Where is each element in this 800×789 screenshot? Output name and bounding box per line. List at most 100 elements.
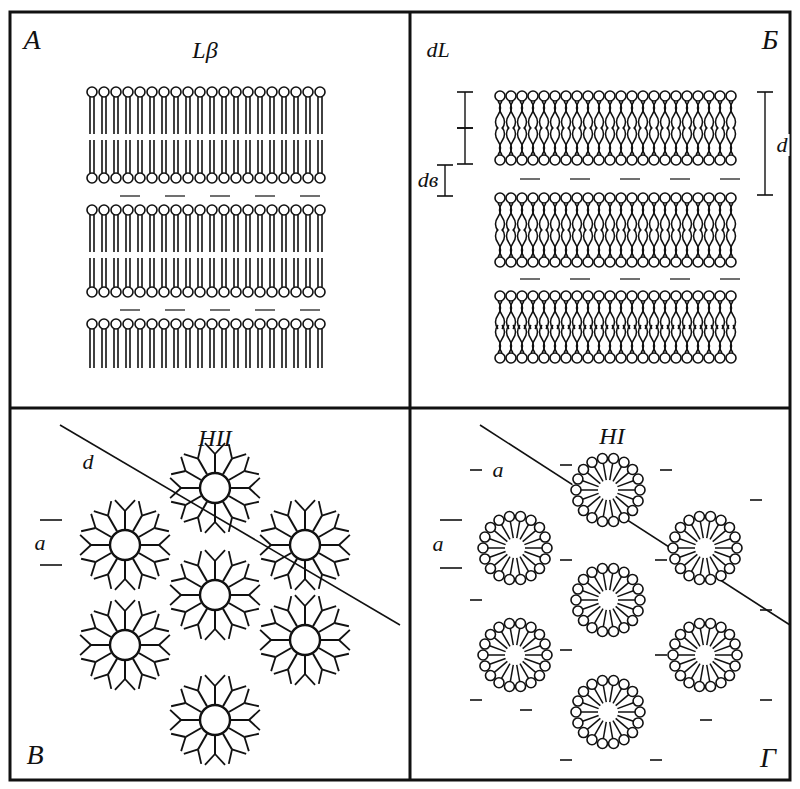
- lipid-tail: [108, 574, 111, 588]
- lipid-tail: [171, 578, 185, 581]
- lipid-tail: [665, 301, 670, 329]
- lipid-tail: [139, 628, 155, 637]
- lipid-head: [516, 618, 526, 628]
- lipid-tail: [139, 601, 142, 615]
- lipid-tail: [154, 614, 158, 628]
- lipid-head: [597, 453, 607, 463]
- lipid-head: [578, 506, 588, 516]
- lipid-tail: [610, 127, 615, 155]
- lipid-tail: [304, 511, 306, 529]
- lipid-head: [535, 629, 545, 639]
- lipid-tail: [698, 101, 703, 129]
- lipid-head: [485, 671, 495, 681]
- lipid-head: [583, 353, 593, 363]
- lipid-head: [506, 257, 516, 267]
- lipid-tail: [524, 551, 540, 557]
- lipid-tail: [171, 502, 185, 505]
- lipid-tail: [213, 215, 215, 252]
- lipid-tail: [621, 229, 626, 257]
- lipid-tail: [555, 203, 560, 231]
- lipid-tail: [643, 301, 648, 329]
- lipid-tail: [139, 528, 155, 537]
- lipid-tail: [271, 514, 275, 528]
- lipid-tail: [700, 628, 703, 645]
- lipid-head: [660, 353, 670, 363]
- lipid-tail: [616, 583, 629, 594]
- lipid-head: [660, 155, 670, 165]
- lipid-tail: [698, 301, 703, 329]
- lipid-head: [99, 87, 109, 97]
- lipid-tail: [261, 329, 263, 368]
- lipid-tail: [709, 101, 714, 129]
- lipid-head: [573, 718, 583, 728]
- lipid-tail: [599, 229, 604, 257]
- lipid-tail: [533, 101, 538, 129]
- lipid-tail: [139, 574, 142, 588]
- charge-mark: [560, 759, 572, 761]
- lipid-tail: [720, 301, 725, 329]
- lipid-head: [159, 173, 169, 183]
- lipid-tail: [522, 301, 527, 329]
- lipid-head: [243, 205, 253, 215]
- lipid-tail: [153, 215, 155, 252]
- lipid-tail: [261, 97, 263, 134]
- lipid-head: [207, 205, 217, 215]
- lipid-head: [572, 155, 582, 165]
- lipid-tail: [488, 547, 505, 549]
- lipid-head: [207, 319, 217, 329]
- lipid-head: [573, 496, 583, 506]
- lipid-head: [291, 287, 301, 297]
- lipid-head: [219, 287, 229, 297]
- water-mark: [300, 309, 320, 310]
- lipid-head: [616, 353, 626, 363]
- lipid-head: [87, 319, 97, 329]
- lipid-head: [628, 728, 638, 738]
- lipid-tail: [317, 258, 319, 287]
- lipid-head: [573, 606, 583, 616]
- lipid-tail: [621, 127, 626, 155]
- lipid-head: [572, 193, 582, 203]
- lipid-tail: [731, 203, 736, 231]
- lipid-tail: [129, 97, 131, 134]
- lipid-tail: [654, 203, 659, 231]
- water-mark: [165, 309, 185, 310]
- lipid-head: [303, 173, 313, 183]
- lipid-head: [561, 91, 571, 101]
- lipid-tail: [500, 325, 505, 353]
- lipid-tail: [171, 471, 185, 474]
- lipid-tail: [165, 97, 167, 134]
- lipid-tail: [181, 505, 185, 519]
- lipid-tail: [159, 535, 170, 545]
- lipid-tail: [93, 258, 95, 287]
- lipid-head: [638, 91, 648, 101]
- lipid-tail: [165, 140, 167, 173]
- lipid-head: [87, 173, 97, 183]
- lipid-tail: [621, 203, 626, 231]
- lipid-head: [638, 155, 648, 165]
- lipid-tail: [101, 329, 103, 368]
- lipid-head: [267, 319, 277, 329]
- lipid-head: [684, 622, 694, 632]
- lipid-tail: [173, 329, 175, 368]
- lipid-tail: [523, 638, 536, 649]
- lipid-tail: [197, 140, 199, 173]
- charge-mark: [520, 709, 532, 711]
- lipid-head: [571, 595, 581, 605]
- dimension-line: [464, 128, 465, 164]
- lipid-tail: [281, 329, 283, 368]
- lipid-tail: [617, 493, 633, 499]
- lipid-tail: [511, 127, 516, 155]
- micelle-ground: [479, 619, 551, 691]
- lipid-tail: [154, 514, 158, 528]
- lipid-tail: [108, 559, 117, 575]
- lipid-head: [616, 257, 626, 267]
- lipid-head: [704, 155, 714, 165]
- lipid-tail: [632, 101, 637, 129]
- lipid-tail: [154, 662, 158, 676]
- lipid-tail: [213, 329, 215, 368]
- lipid-head: [716, 678, 726, 688]
- lipid-tail: [610, 229, 615, 257]
- lipid-tail: [588, 127, 593, 155]
- lipid-tail: [577, 101, 582, 129]
- lipid-tail: [205, 754, 215, 765]
